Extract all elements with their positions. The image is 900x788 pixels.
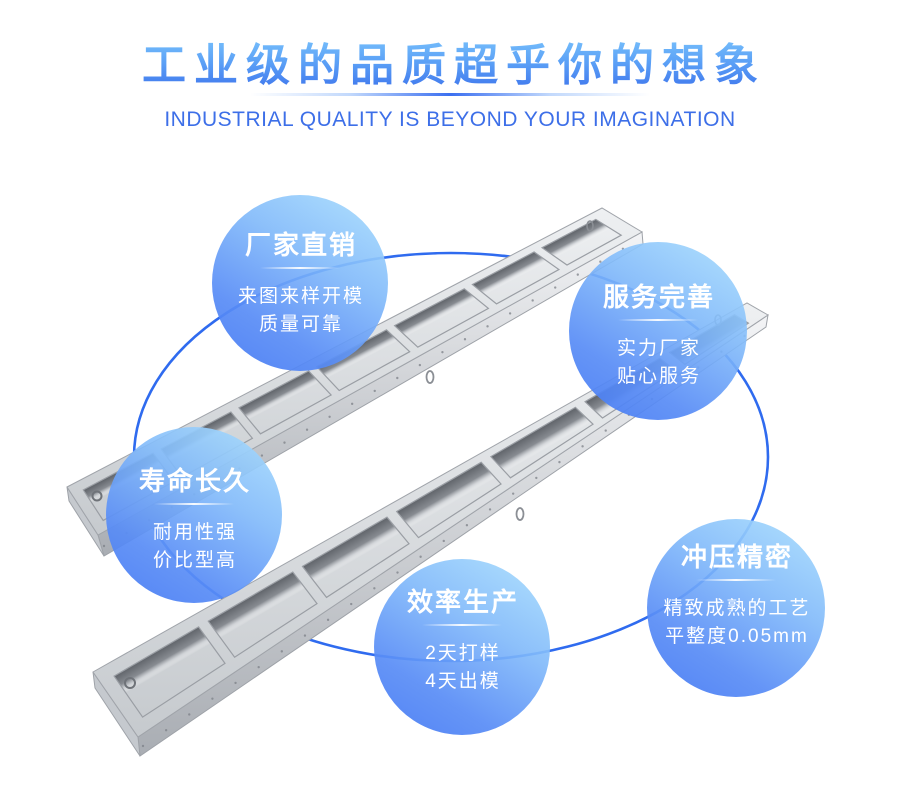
hook-icon xyxy=(425,370,435,384)
bubble-title: 寿命长久 xyxy=(138,466,251,496)
bubble-line: 平整度0.05mm xyxy=(665,626,809,647)
bubble-line: 精致成熟的工艺 xyxy=(663,598,811,619)
bubble-title: 效率生产 xyxy=(406,587,519,617)
hook-icon xyxy=(515,507,525,521)
bubble-line: 实力厂家 xyxy=(616,338,701,359)
bubble-divider xyxy=(422,624,502,626)
bubble-line: 2天打样 xyxy=(425,643,501,664)
mount-hole-icon xyxy=(124,677,136,689)
bubble-title: 厂家直销 xyxy=(244,230,357,260)
bubble-line: 耐用性强 xyxy=(152,522,237,543)
feature-bubble-factory-direct: 厂家直销 来图来样开模 质量可靠 xyxy=(212,195,388,371)
hook-icon xyxy=(586,220,594,232)
bubble-divider xyxy=(154,503,234,505)
feature-bubble-precision: 冲压精密 精致成熟的工艺 平整度0.05mm xyxy=(647,519,825,697)
page-subtitle: INDUSTRIAL QUALITY IS BEYOND YOUR IMAGIN… xyxy=(164,108,736,131)
bubble-title: 服务完善 xyxy=(602,282,715,312)
bubble-line: 价比型高 xyxy=(152,550,237,571)
bubble-line: 4天出模 xyxy=(425,671,501,692)
bubble-divider xyxy=(260,267,340,269)
page-title: 工业级的品质超乎你的想象 xyxy=(0,40,900,92)
bubble-line: 贴心服务 xyxy=(616,366,701,387)
bubble-line: 来图来样开模 xyxy=(237,286,364,307)
feature-bubble-service: 服务完善 实力厂家 贴心服务 xyxy=(569,242,747,420)
bubble-divider xyxy=(696,579,776,581)
bubble-divider xyxy=(618,319,698,321)
title-underline xyxy=(250,93,650,96)
feature-bubble-efficiency: 效率生产 2天打样 4天出模 xyxy=(374,559,550,735)
bubble-title: 冲压精密 xyxy=(680,542,793,572)
feature-bubble-durability: 寿命长久 耐用性强 价比型高 xyxy=(106,427,282,603)
mount-hole-icon xyxy=(91,490,103,502)
bubble-line: 质量可靠 xyxy=(258,314,343,335)
